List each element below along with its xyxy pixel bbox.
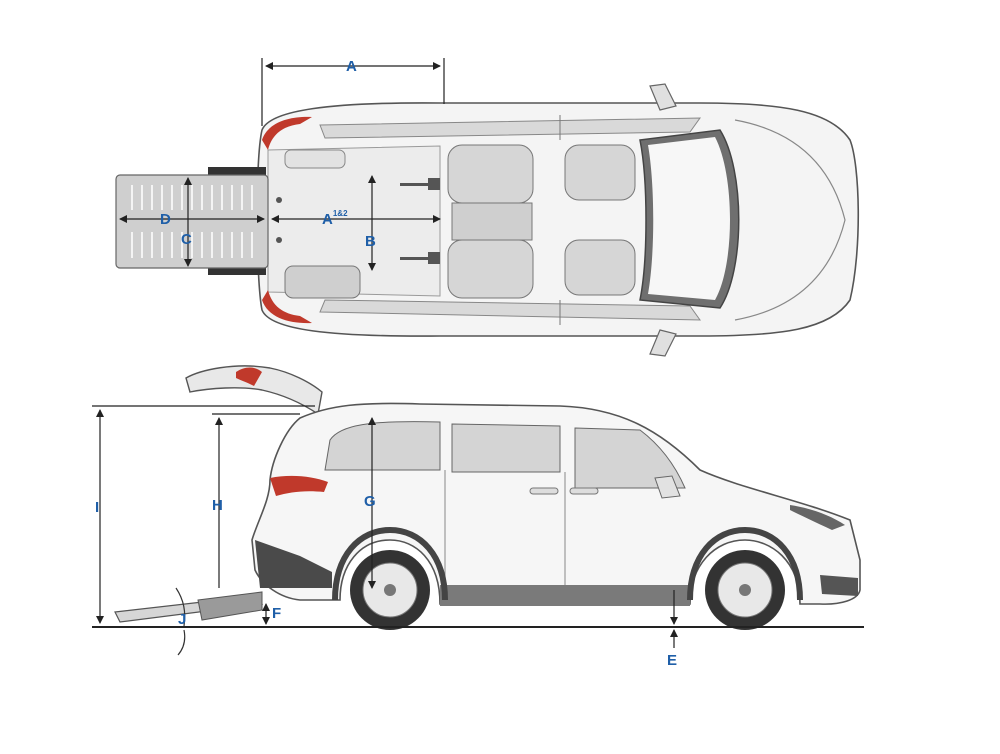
label-h: H: [212, 497, 223, 514]
label-a-inner-text: A: [322, 211, 333, 228]
label-d: D: [160, 211, 171, 228]
label-i: I: [95, 499, 100, 516]
label-a-inner: A1&2: [322, 209, 348, 228]
van-top-view-icon: [256, 83, 860, 357]
label-e: E: [667, 652, 678, 669]
label-c: C: [181, 231, 192, 248]
label-a-inner-sup: 1&2: [332, 209, 348, 218]
side-dimension-lines: [92, 405, 678, 656]
label-f: F: [272, 605, 282, 622]
label-g: G: [364, 493, 376, 510]
wheelchair-ramp-icon: [115, 167, 269, 275]
top-dimension-lines: [119, 58, 445, 271]
label-a-top: A: [346, 58, 357, 75]
van-side-view-icon: [185, 365, 861, 630]
label-j: J: [178, 611, 187, 628]
side-ramp-icon: [114, 591, 264, 623]
label-b: B: [365, 233, 376, 250]
